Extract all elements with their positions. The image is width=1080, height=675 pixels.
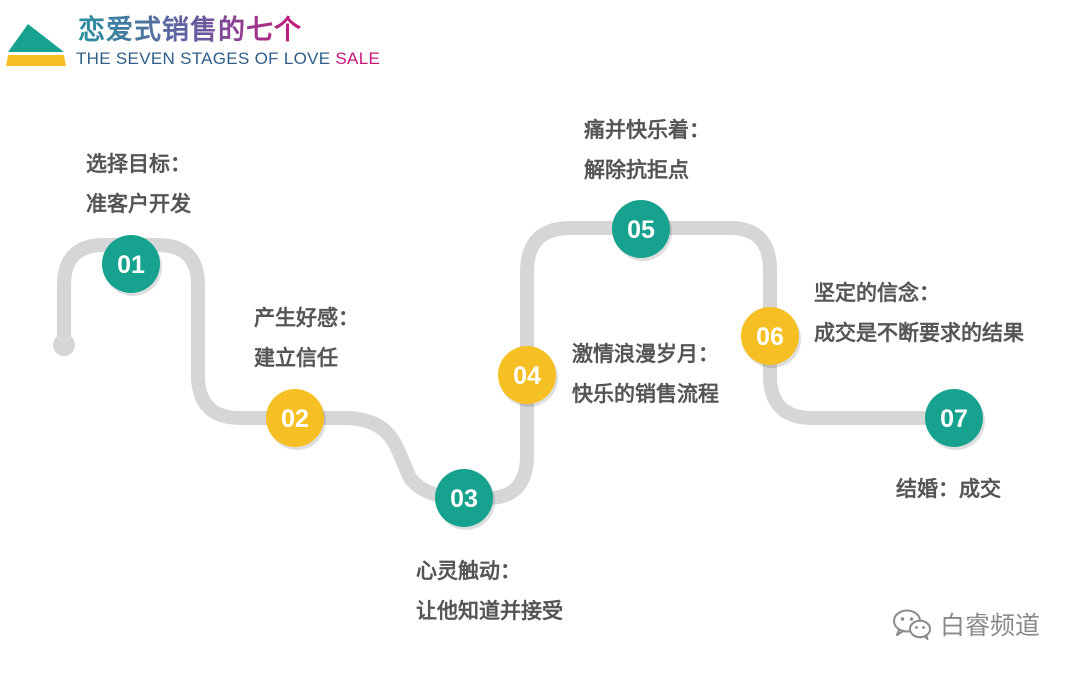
stage-number: 04	[513, 362, 541, 390]
stage-node-01: 01	[102, 235, 162, 296]
stage-01-line1: 选择目标：	[86, 152, 191, 176]
stage-number: 01	[117, 251, 145, 279]
stage-node-circle	[266, 389, 324, 447]
logo-triangle-icon	[6, 24, 66, 66]
stage-node-03: 03	[435, 469, 495, 530]
stage-03-line2: 让他知道并接受	[416, 599, 563, 623]
stage-01-line2: 准客户开发	[86, 192, 191, 216]
stage-label-01: 选择目标： 准客户开发	[86, 144, 191, 224]
stage-node-circle	[435, 469, 493, 527]
logo-green-triangle	[8, 24, 64, 52]
stage-label-07: 结婚：成交	[896, 469, 1001, 509]
stage-number: 05	[627, 216, 655, 244]
stage-number: 02	[281, 405, 309, 433]
page-subtitle: THE SEVEN STAGES OF LOVE SALE	[76, 49, 380, 69]
path-start-dot	[53, 334, 75, 356]
stage-04-line1: 激情浪漫岁月：	[572, 342, 719, 366]
stage-label-02: 产生好感： 建立信任	[254, 298, 359, 378]
stage-node-02: 02	[266, 389, 326, 450]
stage-node-06: 06	[741, 307, 801, 368]
stage-node-circle	[102, 235, 160, 293]
watermark: 白睿频道	[892, 606, 1040, 642]
stage-label-05: 痛并快乐着： 解除抗拒点	[584, 110, 710, 190]
stage-label-06: 坚定的信念： 成交是不断要求的结果	[814, 273, 1024, 353]
stage-node-circle	[612, 200, 670, 258]
stage-06-line1: 坚定的信念：	[814, 281, 940, 305]
logo-yellow-band	[6, 55, 66, 66]
watermark-text: 白睿频道	[940, 611, 1041, 640]
stage-02-line1: 产生好感：	[254, 306, 359, 330]
stage-number: 07	[940, 405, 968, 433]
stage-path	[57, 221, 962, 505]
stage-node-07: 07	[925, 389, 985, 450]
stage-node-circle	[741, 307, 799, 365]
page-title: 恋爱式销售的七个	[78, 8, 302, 47]
stage-number: 03	[450, 485, 478, 513]
stage-05-line2: 解除抗拒点	[584, 158, 689, 182]
stage-node-04: 04	[498, 346, 558, 407]
stage-nodes: 01 02 03 04 05 06 07	[102, 200, 985, 530]
stage-node-circle	[925, 389, 983, 447]
stage-07-line1: 结婚：成交	[896, 477, 1001, 501]
stage-02-line2: 建立信任	[254, 346, 338, 370]
stage-05-line1: 痛并快乐着：	[584, 118, 710, 142]
stage-04-line2: 快乐的销售流程	[572, 382, 719, 406]
subtitle-accent: SALE	[335, 49, 381, 68]
wechat-icon	[893, 609, 931, 640]
title-text: 恋爱式销售的七个	[78, 15, 302, 46]
stage-node-circle	[498, 346, 556, 404]
stage-06-line2: 成交是不断要求的结果	[814, 321, 1024, 345]
stage-label-04: 激情浪漫岁月： 快乐的销售流程	[572, 334, 719, 414]
stage-label-03: 心灵触动： 让他知道并接受	[416, 551, 563, 631]
stage-number: 06	[756, 323, 784, 351]
stage-03-line1: 心灵触动：	[416, 559, 521, 583]
subtitle-main: THE SEVEN STAGES OF LOVE	[76, 49, 336, 68]
stage-node-05: 05	[612, 200, 672, 261]
